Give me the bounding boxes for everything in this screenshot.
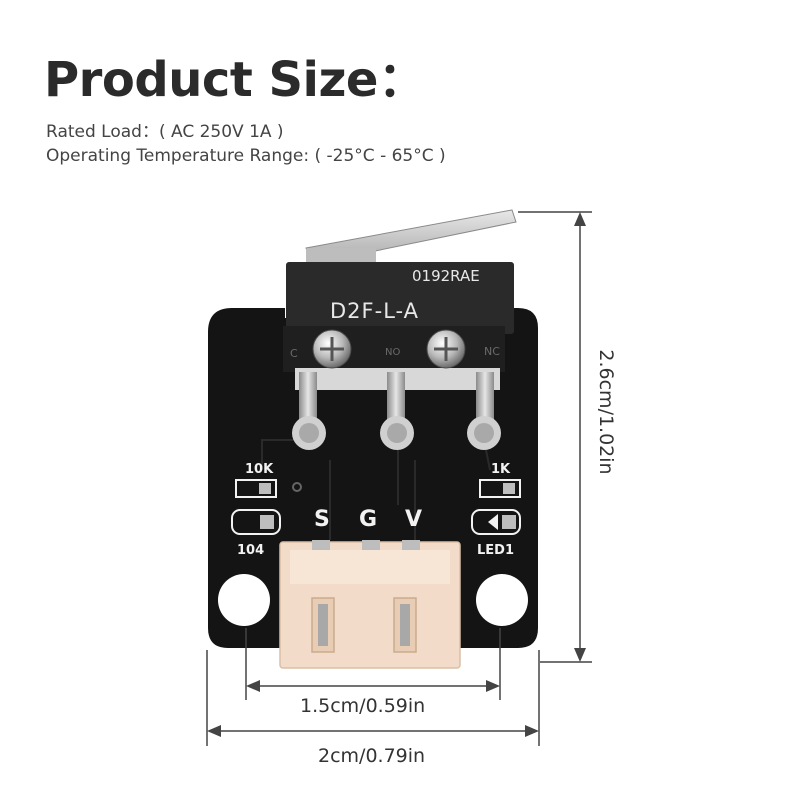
screw-right	[426, 329, 466, 369]
resistor-10k-footprint	[235, 479, 277, 498]
switch-body	[286, 262, 514, 334]
resistor-1k-pad	[503, 483, 515, 494]
mounting-hole-left	[218, 574, 270, 626]
pin-label-v: V	[405, 507, 422, 532]
capacitor-footprint	[231, 509, 281, 535]
switch-leg-right	[476, 372, 494, 428]
dimension-arrows	[207, 212, 586, 737]
label-10k: 10K	[245, 462, 274, 477]
resistor-1k-footprint	[479, 479, 521, 498]
capacitor-pad	[260, 515, 274, 529]
switch-leg-left	[299, 372, 317, 428]
pin-label-s: S	[314, 507, 330, 532]
height-dimension: 2.6cm/1.02in	[595, 349, 617, 475]
led-direction-marker	[488, 514, 498, 530]
solder-pad-left	[292, 416, 326, 450]
led-pad	[502, 515, 516, 529]
led-footprint	[471, 509, 521, 535]
dimension-lines	[206, 211, 592, 746]
switch-code: 0192RAE	[412, 267, 480, 285]
screw-left	[312, 329, 352, 369]
pin-label-g: G	[359, 507, 377, 532]
mounting-hole-right	[476, 574, 528, 626]
switch-model: D2F-L-A	[330, 299, 419, 323]
resistor-10k-pad	[259, 483, 271, 494]
width-dimension: 2cm/0.79in	[318, 745, 426, 767]
solder-pad-right	[467, 416, 501, 450]
page-title: Product Size：	[44, 52, 426, 108]
label-104: 104	[237, 543, 264, 558]
switch-com-label: C	[290, 347, 298, 360]
jst-connector	[279, 540, 461, 669]
switch-no-label: NO	[385, 347, 400, 358]
switch-leg-middle	[387, 372, 405, 428]
operating-temperature-spec: Operating Temperature Range: ( -25°C - 6…	[46, 146, 446, 166]
hole-spacing-dimension: 1.5cm/0.59in	[300, 695, 426, 717]
label-1k: 1K	[491, 462, 511, 477]
switch-nc-label: NC	[484, 345, 500, 358]
rated-load-spec: Rated Load：( AC 250V 1A )	[46, 122, 284, 142]
lever-roller	[306, 248, 376, 266]
label-led1: LED1	[477, 543, 514, 558]
solder-pad-middle	[380, 416, 414, 450]
via-dot	[292, 482, 302, 492]
